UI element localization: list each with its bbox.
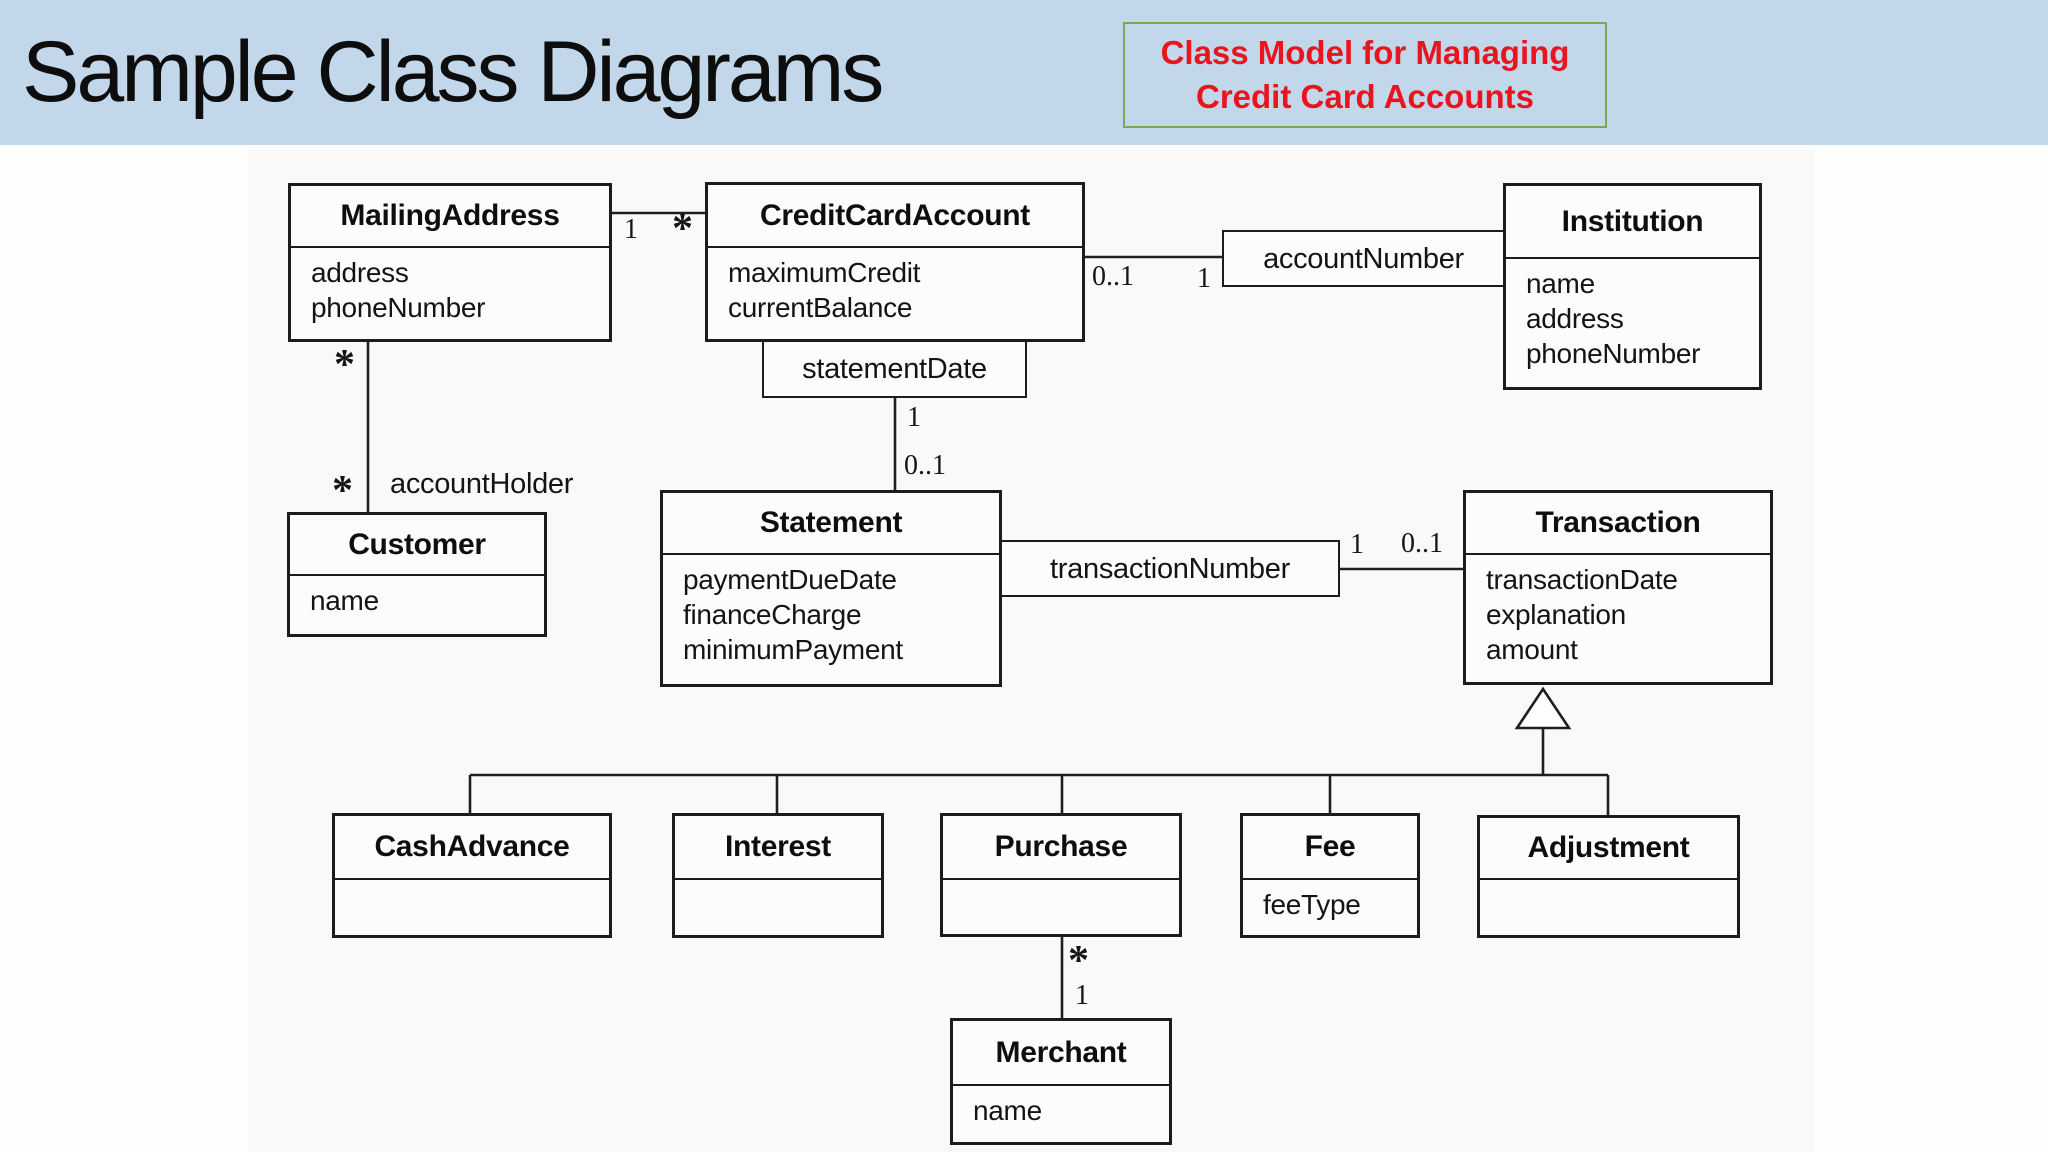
class-institution: Institution name address phoneNumber (1503, 183, 1762, 390)
association-class-transactionnumber: transactionNumber (1000, 540, 1340, 597)
multiplicity-label: 1 (1350, 529, 1364, 560)
multiplicity-label: 1 (624, 214, 638, 245)
class-attributes: name (290, 576, 544, 618)
class-cashadvance: CashAdvance (332, 813, 612, 938)
class-title: Adjustment (1480, 818, 1737, 880)
slide-title: Sample Class Diagrams (22, 24, 884, 120)
class-title: Merchant (953, 1021, 1169, 1086)
class-attributes: maximumCredit currentBalance (708, 248, 1082, 325)
annotation-line-1: Class Model for Managing (1160, 34, 1570, 71)
class-title: MailingAddress (291, 186, 609, 248)
multiplicity-label: 0..1 (1092, 261, 1134, 292)
attribute: financeCharge (683, 599, 862, 630)
attribute: phoneNumber (311, 292, 486, 323)
multiplicity-label: * (334, 342, 355, 388)
class-purchase: Purchase (940, 813, 1182, 937)
association-class-accountnumber: accountNumber (1222, 230, 1505, 287)
multiplicity-label: * (332, 468, 353, 514)
multiplicity-label: 0..1 (1401, 528, 1443, 559)
class-attributes: address phoneNumber (291, 248, 609, 325)
role-label-accountholder: accountHolder (390, 468, 574, 500)
attribute: transactionDate (1486, 564, 1678, 595)
class-title: Fee (1243, 816, 1417, 880)
header-band: Sample Class Diagrams Class Model for Ma… (0, 0, 2048, 145)
multiplicity-label: 0..1 (904, 450, 946, 481)
attribute: minimumPayment (683, 634, 903, 665)
multiplicity-label: * (1068, 938, 1089, 984)
class-interest: Interest (672, 813, 884, 938)
class-mailingaddress: MailingAddress address phoneNumber (288, 183, 612, 342)
class-attributes: feeType (1243, 880, 1417, 922)
class-title: Institution (1506, 186, 1759, 259)
attribute: address (1526, 303, 1624, 334)
attribute: address (311, 257, 409, 288)
attribute: name (1526, 268, 1595, 299)
attribute: explanation (1486, 599, 1626, 630)
class-attributes: name (953, 1086, 1169, 1128)
multiplicity-label: 1 (1075, 980, 1089, 1011)
multiplicity-label: 1 (907, 402, 921, 433)
association-class-statementdate: statementDate (762, 340, 1027, 398)
class-attributes: transactionDate explanation amount (1466, 555, 1770, 667)
attribute: phoneNumber (1526, 338, 1701, 369)
class-statement: Statement paymentDueDate financeCharge m… (660, 490, 1002, 687)
class-merchant: Merchant name (950, 1018, 1172, 1145)
class-attributes: paymentDueDate financeCharge minimumPaym… (663, 555, 999, 667)
class-creditcardaccount: CreditCardAccount maximumCredit currentB… (705, 182, 1085, 342)
multiplicity-label: * (672, 206, 693, 252)
attribute: maximumCredit (728, 257, 921, 288)
class-attributes (943, 880, 1179, 887)
attribute: currentBalance (728, 292, 913, 323)
class-title: CashAdvance (335, 816, 609, 880)
attribute: name (310, 585, 379, 616)
class-attributes (675, 880, 881, 887)
class-title: Purchase (943, 816, 1179, 880)
class-title: Transaction (1466, 493, 1770, 555)
class-attributes (1480, 880, 1737, 887)
attribute: amount (1486, 634, 1578, 665)
class-attributes (335, 880, 609, 887)
class-transaction: Transaction transactionDate explanation … (1463, 490, 1773, 685)
annotation-line-2: Credit Card Accounts (1196, 78, 1534, 115)
class-adjustment: Adjustment (1477, 815, 1740, 938)
attribute: name (973, 1095, 1042, 1126)
class-title: Interest (675, 816, 881, 880)
multiplicity-label: 1 (1197, 263, 1211, 294)
class-fee: Fee feeType (1240, 813, 1420, 938)
class-title: Customer (290, 515, 544, 576)
annotation-box: Class Model for Managing Credit Card Acc… (1123, 22, 1607, 128)
attribute: feeType (1263, 889, 1361, 920)
class-title: Statement (663, 493, 999, 555)
attribute: paymentDueDate (683, 564, 897, 595)
class-customer: Customer name (287, 512, 547, 637)
class-title: CreditCardAccount (708, 185, 1082, 248)
class-attributes: name address phoneNumber (1506, 259, 1759, 371)
